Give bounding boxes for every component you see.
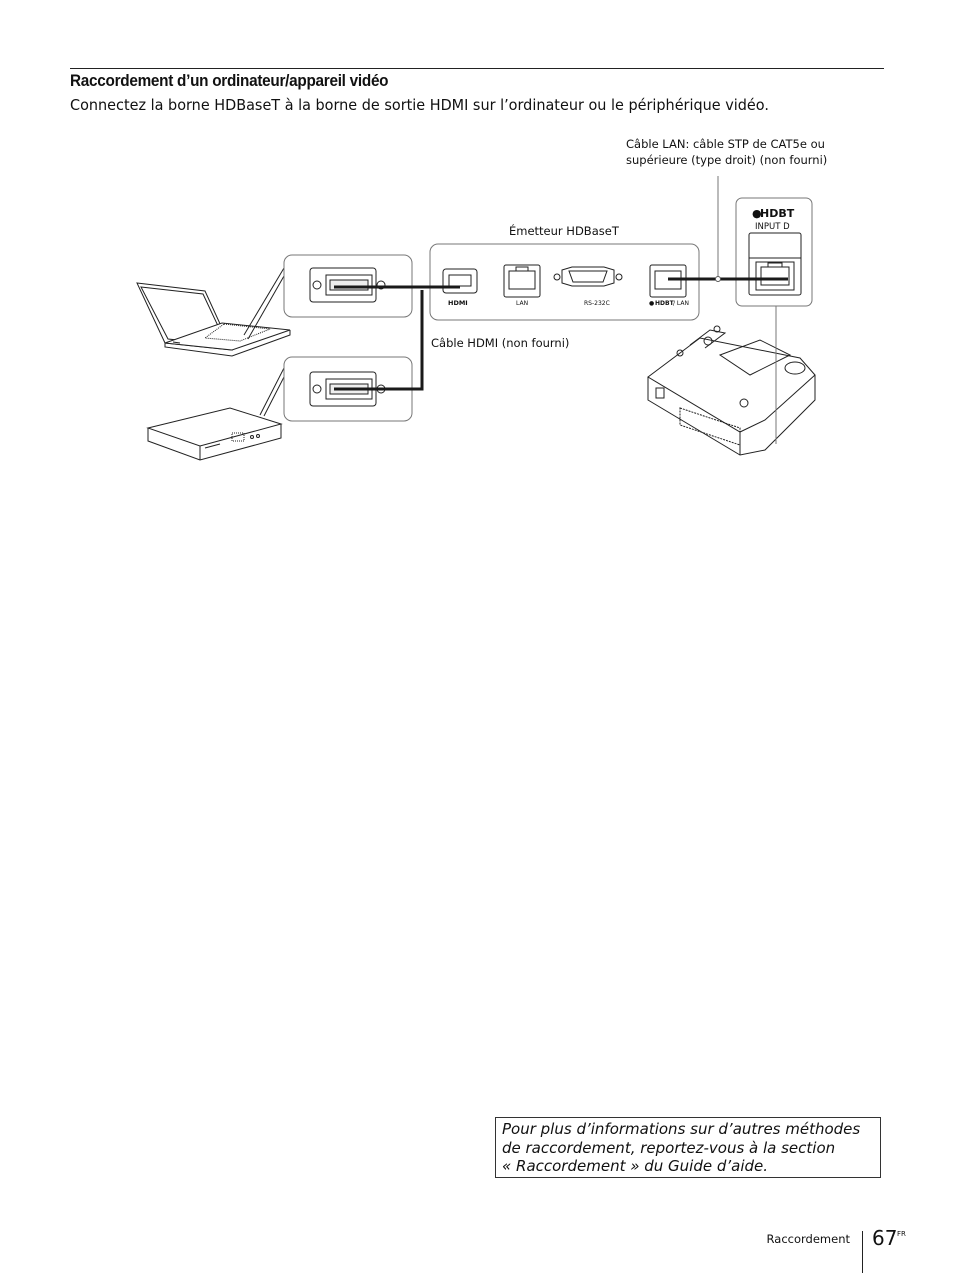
intro-text: Connectez la borne HDBaseT à la borne de… (70, 96, 769, 114)
hdmi-cable (334, 285, 460, 391)
port-hdbt-lan-label: / LAN (673, 300, 689, 307)
page-number: 67 (872, 1226, 898, 1250)
hdbt-logo: HDBT (760, 207, 795, 220)
lan-cable-label-line1: Câble LAN: câble STP de CAT5e ou (626, 137, 825, 151)
note-line-3: « Raccordement » du Guide d’aide. (502, 1157, 769, 1175)
footer-divider (862, 1231, 863, 1273)
footer-section-name: Raccordement (766, 1232, 850, 1246)
hdbaset-transmitter-panel (429, 243, 700, 321)
note-line-1: Pour plus d’informations sur d’autres mé… (502, 1120, 861, 1138)
note-line-2: de raccordement, reportez-vous à la sect… (502, 1138, 836, 1157)
language-code: FR (897, 1230, 906, 1238)
hdmi-cable-label: Câble HDMI (non fourni) (431, 336, 570, 350)
port-lan-label: LAN (516, 300, 528, 307)
laptop-illustration (136, 282, 291, 357)
port-hdmi-label: HDMI (448, 299, 468, 307)
top-rule (70, 68, 884, 69)
transmitter-label: Émetteur HDBaseT (509, 224, 619, 238)
projector-illustration (647, 325, 816, 456)
video-device-illustration (146, 407, 283, 461)
section-title: Raccordement d’un ordinateur/appareil vi… (70, 71, 389, 90)
connection-diagram: HDMI LAN RS-232C ● HDBT / LAN ● HDBT INP… (136, 176, 816, 461)
note-box: Pour plus d’informations sur d’autres mé… (495, 1117, 881, 1178)
port-hdbt-logo: HDBT (655, 300, 675, 307)
lan-cable-label-line2: supérieure (type droit) (non fourni) (626, 153, 828, 167)
input-d-label: INPUT D (755, 222, 790, 232)
svg-text:●: ● (649, 300, 654, 307)
port-rs232c-label: RS-232C (584, 300, 610, 307)
svg-text:●: ● (752, 207, 762, 220)
